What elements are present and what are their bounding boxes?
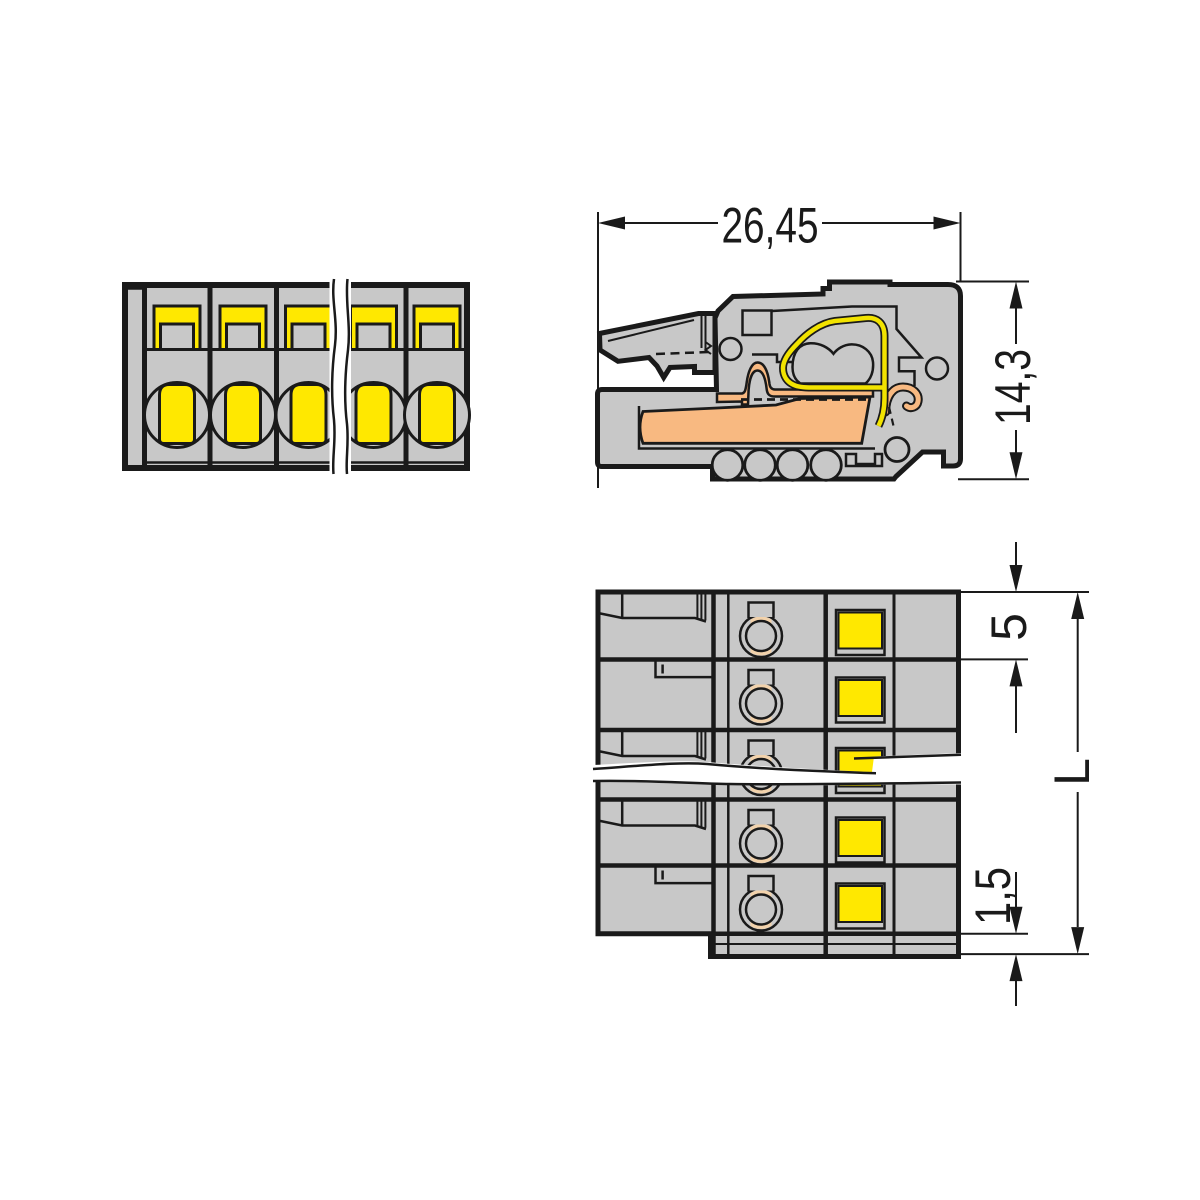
svg-text:L: L [1044,758,1100,786]
svg-text:14,3: 14,3 [985,349,1041,425]
svg-text:26,45: 26,45 [722,198,819,254]
svg-text:5: 5 [981,613,1037,641]
svg-text:1,5: 1,5 [965,867,1021,925]
